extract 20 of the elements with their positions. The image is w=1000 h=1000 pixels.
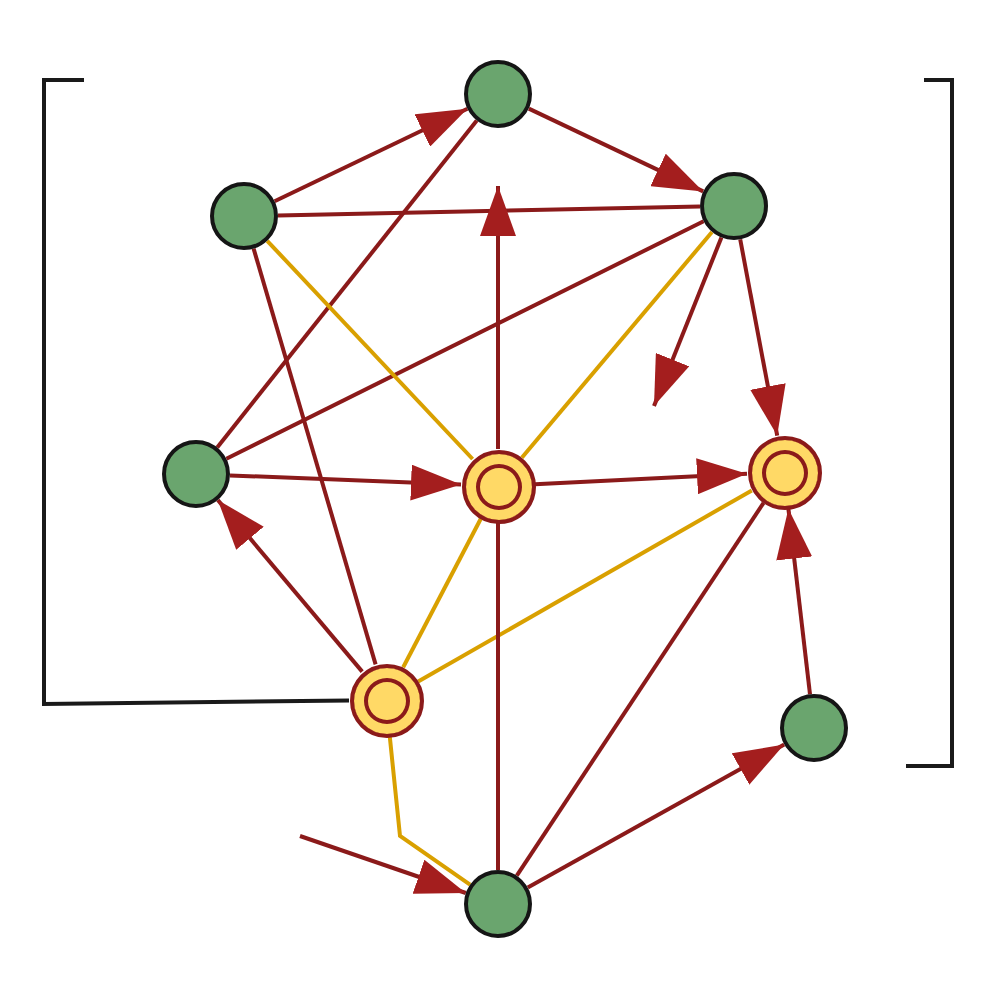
arrow — [216, 498, 364, 673]
connector-line — [251, 248, 378, 665]
connector-line — [42, 78, 350, 707]
connector-line — [225, 219, 705, 461]
arrow — [229, 464, 462, 501]
arrow — [273, 107, 469, 203]
connector-line — [496, 523, 500, 870]
connector-line — [520, 230, 714, 460]
connector-line — [265, 239, 475, 461]
arrow — [776, 508, 813, 695]
arrow — [534, 458, 748, 495]
arrow — [738, 239, 786, 436]
connector-line — [515, 501, 766, 877]
connector-line — [215, 119, 479, 449]
connector-line — [417, 488, 753, 684]
arrow — [652, 236, 724, 407]
arrow — [480, 186, 516, 449]
connector-line — [277, 204, 701, 218]
arrow — [299, 834, 467, 895]
connector-line — [387, 736, 472, 887]
